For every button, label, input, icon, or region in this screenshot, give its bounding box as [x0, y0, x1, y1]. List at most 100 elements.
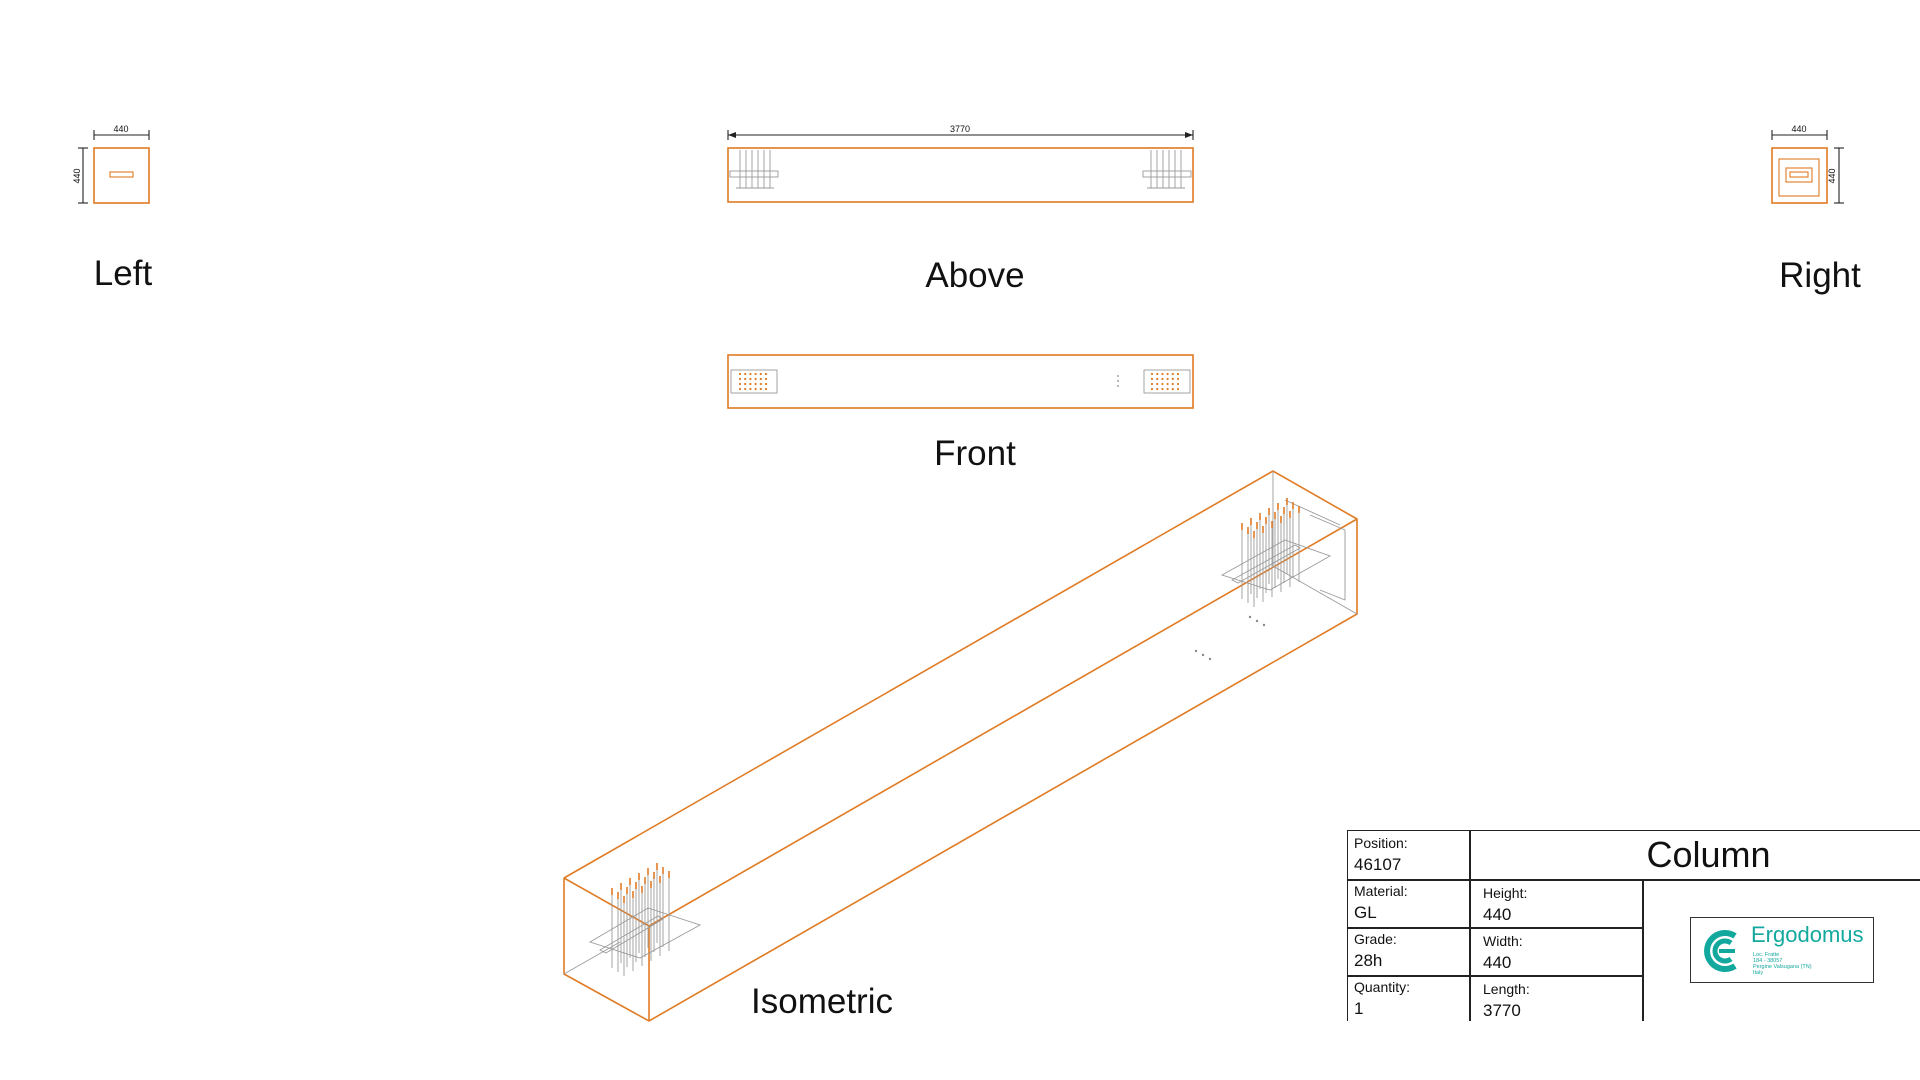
right-view-label: Right [1779, 256, 1861, 295]
bolt-hole [1150, 387, 1154, 391]
bolt-hole [1161, 377, 1164, 381]
above-view-label: Above [925, 256, 1024, 295]
bolt-hole [1176, 387, 1180, 391]
company-logo: Ergodomus Loc. Fratte 184 - 38057 Pergin… [1690, 917, 1874, 983]
bolt-hole [744, 377, 747, 381]
bolt-hole [1176, 372, 1180, 376]
bolt-hole [764, 382, 768, 386]
right-view: 440 440 Right [1771, 124, 1861, 295]
front-view-outline [727, 354, 1194, 409]
right-view-inner-frame [1778, 158, 1820, 197]
grade-cell: Grade: 28h [1348, 927, 1469, 975]
left-height-dimension: 440 [72, 168, 82, 183]
bolt-hole [749, 387, 752, 391]
isometric-view-label: Isometric [751, 982, 893, 1021]
height-cell: Height: 440 [1469, 879, 1643, 927]
logo-address-line: 184 - 38057 [1753, 958, 1783, 964]
height-value: 440 [1483, 905, 1512, 924]
bolt-hole [1176, 382, 1180, 386]
bolt-hole [759, 382, 762, 386]
bolt-hole [749, 372, 752, 376]
left-view-label: Left [94, 254, 153, 293]
bolt-hole [1156, 377, 1159, 381]
logo-address-line: Loc. Fratte [1753, 952, 1780, 958]
width-cell: Width: 440 [1469, 927, 1643, 975]
bolt-hole [1166, 382, 1169, 386]
bolt-hole [754, 377, 757, 381]
bolt-hole [764, 377, 768, 381]
front-mid-dots [1117, 375, 1119, 387]
logo-name: Ergodomus [1751, 922, 1864, 947]
bolt-hole [759, 377, 762, 381]
grade-value: 28h [1354, 951, 1383, 970]
bolt-hole [738, 387, 742, 391]
front-left-bolt-pattern [738, 372, 768, 391]
bolt-hole [1171, 382, 1174, 386]
bolt-hole [738, 372, 742, 376]
front-right-plate [1143, 369, 1191, 394]
bolt-hole [1156, 372, 1159, 376]
bolt-hole [754, 372, 757, 376]
width-value: 440 [1483, 953, 1512, 972]
bolt-hole [1161, 372, 1164, 376]
element-name: Column [1646, 834, 1771, 875]
ergodomus-logo-icon [1704, 930, 1737, 972]
bolt-hole [738, 377, 742, 381]
bolt-hole [1171, 377, 1174, 381]
logo-address-line: Pergine Valsugana (TN) [1753, 964, 1812, 970]
bolt-hole [1161, 382, 1164, 386]
above-length-dimension: 3770 [950, 124, 970, 134]
bolt-hole [1166, 372, 1169, 376]
bolt-hole [764, 372, 768, 376]
height-label: Height: [1483, 885, 1528, 901]
bolt-hole [1171, 372, 1174, 376]
bolt-hole [1171, 387, 1174, 391]
bolt-hole [759, 372, 762, 376]
front-view: Front [727, 354, 1194, 473]
isometric-right-connector [1220, 498, 1346, 607]
bolt-hole [759, 387, 762, 391]
bolt-hole [1166, 387, 1169, 391]
bolt-hole [754, 387, 757, 391]
left-view-outline [93, 147, 150, 204]
right-view-outline [1771, 147, 1828, 204]
position-value: 46107 [1354, 855, 1402, 874]
bolt-hole [744, 372, 747, 376]
left-width-dimension: 440 [113, 124, 128, 134]
width-label: Width: [1483, 933, 1523, 949]
title-block: Position: 46107 Column Material: GL Heig… [1347, 830, 1920, 1021]
bolt-hole [1166, 377, 1169, 381]
bolt-hole [1156, 382, 1159, 386]
right-width-dimension: 440 [1791, 124, 1806, 134]
material-value: GL [1354, 903, 1377, 922]
length-label: Length: [1483, 981, 1530, 997]
left-view: 440 440 Left [72, 124, 152, 293]
bolt-hole [1161, 387, 1164, 391]
front-view-label: Front [934, 434, 1016, 473]
above-view-outline [727, 147, 1194, 203]
isometric-outline [563, 470, 1358, 1022]
bolt-hole [1150, 382, 1154, 386]
bolt-hole [749, 382, 752, 386]
bolt-hole [1176, 377, 1180, 381]
bolt-hole [1156, 387, 1159, 391]
front-left-plate [730, 369, 778, 394]
bolt-hole [764, 387, 768, 391]
above-left-connector [729, 150, 779, 189]
logo-address-line: Italy [1753, 970, 1764, 976]
isometric-view: Isometric [563, 470, 1358, 1022]
material-label: Material: [1354, 883, 1408, 899]
front-right-bolt-pattern [1150, 372, 1180, 391]
position-label: Position: [1354, 835, 1408, 851]
bolt-hole [738, 382, 742, 386]
bolt-hole [744, 387, 747, 391]
position-cell: Position: 46107 [1348, 831, 1469, 879]
material-cell: Material: GL [1348, 879, 1469, 927]
length-cell: Length: 3770 [1469, 975, 1643, 1021]
bolt-hole [1150, 377, 1154, 381]
grade-label: Grade: [1354, 931, 1397, 947]
isometric-left-connector [588, 863, 702, 976]
left-view-plate [109, 171, 134, 178]
quantity-cell: Quantity: 1 [1348, 975, 1469, 1021]
